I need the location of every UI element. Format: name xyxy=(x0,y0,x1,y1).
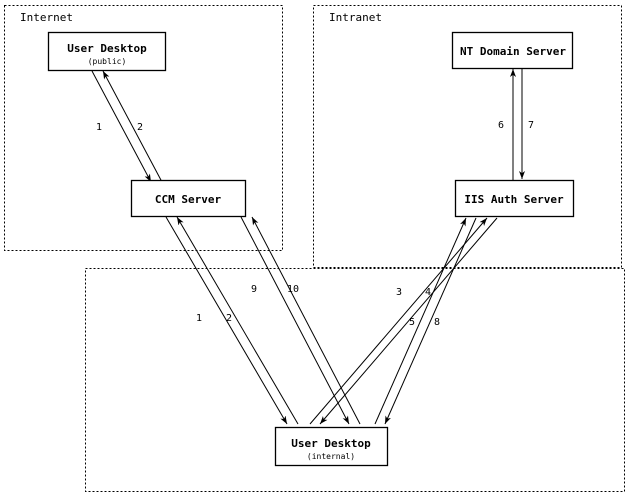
edge-label-step-5: 5 xyxy=(409,317,415,328)
edge-label-step-2-internal: 2 xyxy=(226,313,232,324)
edge-label-step-3: 3 xyxy=(396,287,402,298)
node-user-desktop-internal-title: User Desktop xyxy=(291,437,371,450)
edge-label-step-1-internal: 1 xyxy=(196,313,202,324)
edge-label-step-2-public: 2 xyxy=(137,122,143,133)
connector-iis-to-internal-desktop-a xyxy=(374,217,477,425)
zone-bottom-border xyxy=(85,268,625,492)
node-ccm-server-box[interactable] xyxy=(130,179,247,218)
zone-intranet-label: Intranet xyxy=(329,11,382,24)
node-iis-auth-server-title: IIS Auth Server xyxy=(464,193,564,206)
node-nt-domain-server-title: NT Domain Server xyxy=(460,45,566,58)
edge-label-step-10: 10 xyxy=(287,284,299,295)
node-iis-auth-server-box[interactable] xyxy=(454,179,575,218)
zone-internet-border xyxy=(4,5,283,251)
edge-label-step-9: 9 xyxy=(251,284,257,295)
node-nt-domain-server-box[interactable] xyxy=(451,31,574,70)
edge-label-step-1-public: 1 xyxy=(96,122,102,133)
connector-nt-domain-to-iis xyxy=(510,68,525,180)
node-user-desktop-internal-box[interactable] xyxy=(274,426,389,467)
connector-public-desktop-to-ccm xyxy=(91,70,163,183)
node-user-desktop-public-subtitle: (public) xyxy=(88,57,127,66)
node-user-desktop-internal-subtitle: (internal) xyxy=(307,452,355,461)
zone-intranet-border xyxy=(313,5,622,268)
edge-label-step-4: 4 xyxy=(425,287,431,298)
connector-ccm-to-internal-desktop-a xyxy=(165,216,299,425)
node-user-desktop-public-box[interactable] xyxy=(47,31,167,72)
connector-ccm-to-internal-desktop-b xyxy=(240,216,361,425)
node-ccm-server-title: CCM Server xyxy=(155,193,222,206)
edge-label-step-7: 7 xyxy=(528,120,534,131)
connector-iis-to-internal-desktop-b xyxy=(309,217,498,425)
edge-label-step-8: 8 xyxy=(434,317,440,328)
zone-internet-label: Internet xyxy=(20,11,73,24)
edge-label-step-6: 6 xyxy=(498,120,504,131)
node-user-desktop-public-title: User Desktop xyxy=(67,42,147,55)
